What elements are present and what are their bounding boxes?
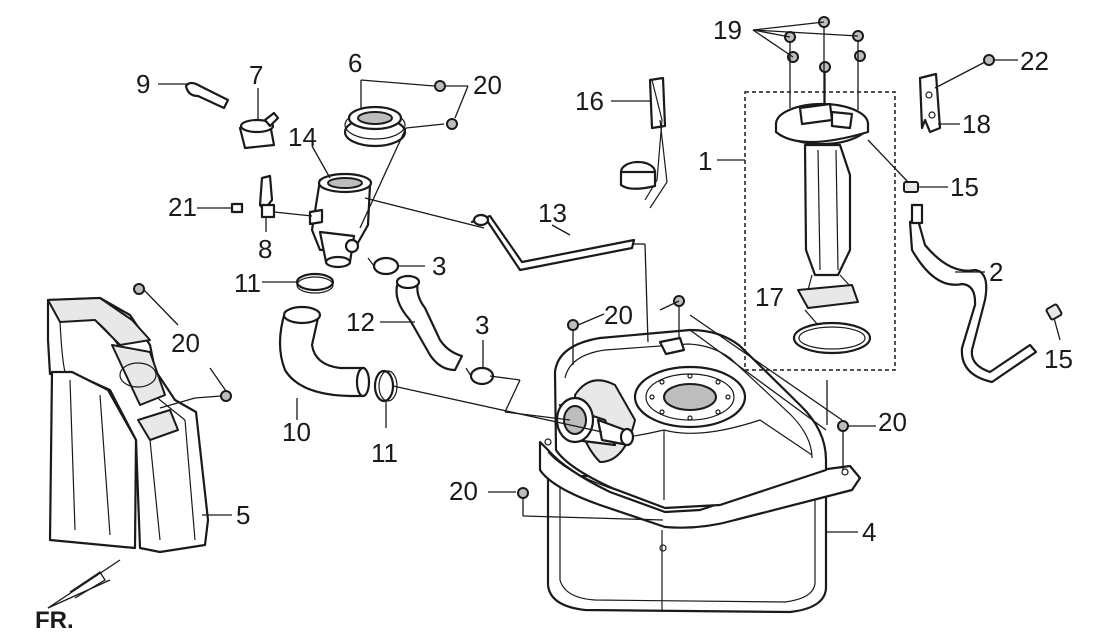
- callout-17: 17: [755, 282, 784, 312]
- callout-5: 5: [236, 500, 250, 530]
- callout-22: 22: [1020, 46, 1049, 76]
- fuel-hose-2: [908, 203, 1038, 384]
- leader-lines: [143, 21, 1061, 533]
- bracket-8: [258, 174, 276, 219]
- callout-19: 19: [713, 15, 742, 45]
- grommet-6: [343, 105, 407, 148]
- callout-21: 21: [168, 192, 197, 222]
- callout-1: 1: [698, 146, 712, 176]
- fuel-tank: [538, 328, 862, 614]
- callout-11b: 11: [371, 438, 398, 468]
- filler-neck-14: [308, 172, 373, 269]
- callout-14: 14: [288, 122, 317, 152]
- callout-4: 4: [862, 517, 876, 547]
- callout-9: 9: [136, 69, 150, 99]
- callout-16: 16: [575, 86, 604, 116]
- screw-21: [230, 202, 244, 214]
- callout-20e: 20: [449, 476, 478, 506]
- callout-2: 2: [989, 257, 1003, 287]
- splash-guard: [46, 296, 210, 554]
- spring-clamp-3b: [465, 366, 495, 386]
- front-direction-label: FR.: [35, 607, 74, 634]
- spring-clamp-3a: [367, 256, 400, 276]
- callout-7: 7: [249, 60, 263, 90]
- hose-10: [278, 305, 371, 398]
- hose-12: [395, 274, 464, 372]
- hose-9: [184, 81, 230, 110]
- bolt-22: [983, 54, 995, 66]
- callout-20b: 20: [604, 300, 633, 330]
- callout-8: 8: [258, 234, 272, 264]
- clamp-11a: [295, 272, 335, 294]
- callout-15a: 15: [950, 172, 979, 202]
- callout-13: 13: [538, 198, 567, 228]
- callout-3b: 3: [475, 310, 489, 340]
- o-ring-17: [792, 321, 872, 355]
- level-sender-16: [619, 76, 668, 209]
- callout-20d: 20: [878, 407, 907, 437]
- callout-6: 6: [348, 48, 362, 78]
- bracket-18: [918, 72, 942, 134]
- hose-clamp-15a: [903, 181, 919, 193]
- callout-11a: 11: [234, 268, 261, 298]
- fuel-pump-1: [744, 91, 896, 371]
- callout-12: 12: [346, 307, 375, 337]
- callout-20a: 20: [473, 70, 502, 100]
- hose-clamp-15b: [1045, 303, 1063, 321]
- callout-18: 18: [962, 109, 991, 139]
- front-direction-arrow: FR.: [35, 559, 121, 634]
- callout-15b: 15: [1044, 344, 1073, 374]
- callout-3a: 3: [432, 251, 446, 281]
- callout-10: 10: [282, 417, 311, 447]
- callout-labels: 19 22 18 16 1 15 2 15 17 6 20 7 9 14 13 …: [136, 15, 1073, 547]
- valve-7: [238, 111, 280, 150]
- callout-20c: 20: [171, 328, 200, 358]
